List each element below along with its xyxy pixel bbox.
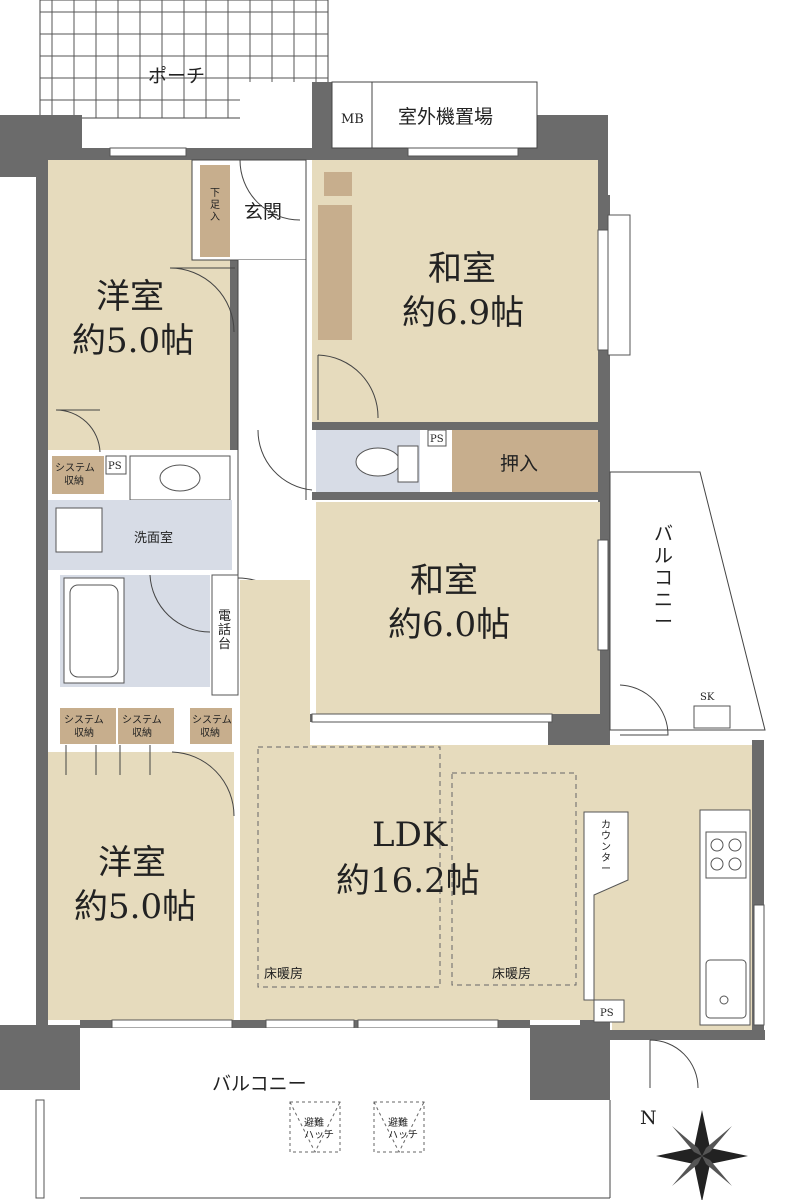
ps-2-label: PS — [430, 434, 444, 445]
outdoor-unit-area — [331, 81, 538, 149]
ps-1-label: PS — [108, 461, 122, 472]
western-room-1-name: 洋室 — [96, 277, 164, 317]
ps-3-label: PS — [600, 1008, 614, 1019]
japanese-room-1-size: 約6.9帖 — [402, 293, 524, 333]
oshiire-label: 押入 — [500, 453, 538, 475]
hallway — [238, 260, 312, 575]
svg-text:システム収納: システム収納 — [122, 714, 162, 739]
floor-heating-1-label: 床暖房 — [264, 966, 303, 982]
shoe-storage — [200, 165, 230, 257]
shoe-storage-label: 下足入 — [210, 188, 220, 223]
balcony-side-label: バルコニー — [654, 523, 673, 633]
oshiire — [452, 430, 598, 492]
floor-heating-zone-2 — [451, 772, 577, 986]
western-room-2-size: 約5.0帖 — [74, 887, 196, 927]
ldk — [240, 580, 752, 1030]
system-storage-4 — [190, 708, 232, 744]
svg-text:避難ハッチ: 避難ハッチ — [388, 1116, 418, 1141]
western-room-1-door — [169, 267, 235, 333]
balcony-south — [80, 1028, 530, 1198]
system-storage-2 — [60, 708, 116, 744]
western-room-2-name: 洋室 — [98, 843, 166, 883]
western-room-2 — [48, 752, 234, 1020]
svg-text:システム収納: システム収納 — [192, 714, 232, 739]
stove-icon — [705, 831, 747, 879]
mb-label: MB — [341, 112, 364, 127]
balcony-side — [609, 471, 766, 731]
phone-stand-label: 電話台 — [218, 609, 231, 652]
floor-heating-2-label: 床暖房 — [492, 966, 531, 982]
evac-hatch-1: 避難ハッチ — [289, 1101, 341, 1154]
svg-text:避難ハッチ: 避難ハッチ — [304, 1116, 334, 1141]
japanese-room-2-name: 和室 — [410, 561, 478, 601]
western-room-1-size: 約5.0帖 — [72, 321, 194, 361]
ldk-size: 約16.2帖 — [336, 861, 480, 901]
japanese-room-2-size: 約6.0帖 — [388, 605, 510, 645]
floor-heating-zone-1 — [257, 746, 441, 988]
japanese-room-1-closet — [318, 205, 352, 340]
japanese-room-2 — [316, 502, 600, 714]
entrance-label: 玄関 — [244, 201, 282, 223]
system-storage-3 — [118, 708, 174, 744]
system-storage-1 — [52, 456, 104, 494]
sink-icon — [705, 959, 747, 1019]
porch-label: ポーチ — [148, 65, 205, 87]
ldk-name: LDK — [372, 815, 448, 855]
compass-rose-icon — [656, 1110, 748, 1200]
balcony-south-label: バルコニー — [212, 1073, 307, 1095]
counter-label: カウンター — [601, 819, 611, 875]
outdoor-unit-label: 室外機置場 — [398, 106, 493, 128]
sk-label: SK — [700, 692, 715, 703]
system-storage-1-label: システム収納 — [55, 462, 95, 487]
compass-north-label: N — [640, 1107, 657, 1129]
svg-text:システム収納: システム収納 — [64, 714, 104, 739]
evac-hatch-2: 避難ハッチ — [373, 1101, 425, 1154]
washroom-label: 洗面室 — [134, 530, 173, 546]
japanese-room-1 — [312, 160, 598, 422]
japanese-room-1-name: 和室 — [428, 249, 496, 289]
